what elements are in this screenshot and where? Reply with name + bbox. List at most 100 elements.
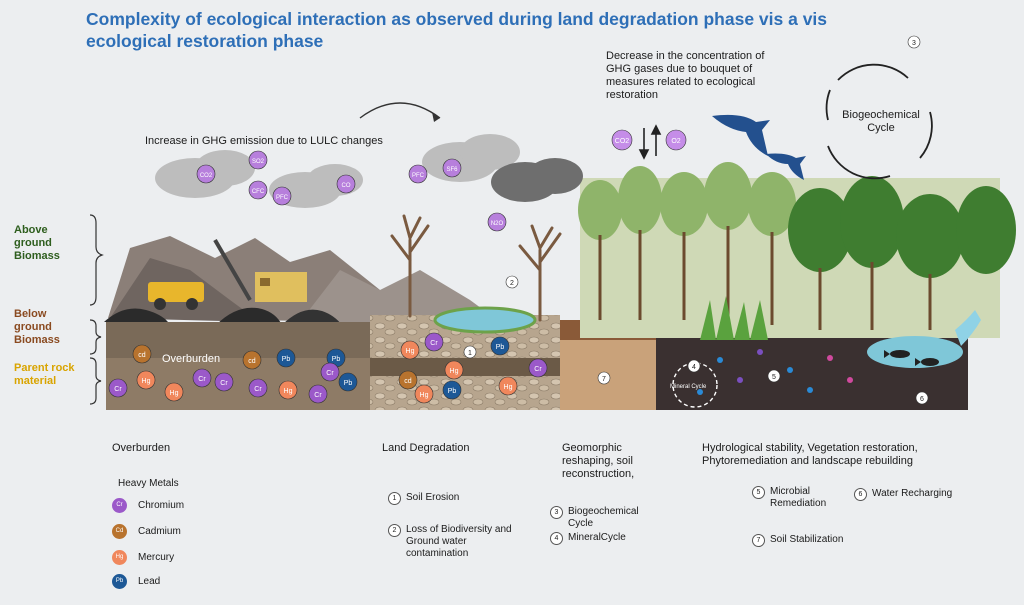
svg-text:2: 2 (510, 280, 514, 287)
soil-metal-18: Cr (528, 358, 548, 378)
soil-overburden-label: Overburden (162, 353, 220, 365)
svg-text:Pb: Pb (282, 356, 291, 363)
biogeochemical-cycle-label: Biogeochemical Cycle (842, 109, 920, 134)
svg-text:Cr: Cr (220, 380, 228, 387)
soil-metal-3: Cr (192, 368, 212, 388)
legend-dot: Hg (112, 550, 127, 565)
soil-metal-12: Cr (214, 372, 234, 392)
legend-process-label: Soil Erosion (406, 492, 460, 503)
soil-metal-11: Pb (338, 372, 358, 392)
phase-land-degradation-label: Land Degradation (382, 442, 470, 454)
svg-text:1: 1 (468, 350, 472, 357)
soil-metal-10: Cr (308, 384, 328, 404)
svg-text:Pb: Pb (496, 344, 505, 351)
phase-hydrological-label: Hydrological stability, Vegetation resto… (702, 442, 918, 467)
marker-3: 3 (907, 35, 921, 49)
svg-text:Hg: Hg (284, 388, 293, 395)
microbe-dots (697, 349, 853, 395)
soil-metal-6: Pb (276, 348, 296, 368)
soil-metal-15: Hg (444, 360, 464, 380)
illustration: CO2SO2CFCPFCCOPFCSF6N2OCO2O2OverburdenMi… (89, 35, 1016, 410)
soil-metal-1: Cr (108, 378, 128, 398)
marker-5: 5 (767, 369, 781, 383)
svg-text:Hg: Hg (406, 348, 415, 355)
soil-metal-2: Hg (136, 370, 156, 390)
marker-2: 2 (505, 275, 519, 289)
svg-text:cd: cd (138, 352, 146, 359)
svg-text:N2O: N2O (491, 221, 504, 227)
restore-gas-badge-1: O2 (665, 129, 687, 151)
legend-process-label: Microbial Remediation (770, 486, 827, 509)
legend-heading: Heavy Metals (118, 478, 179, 489)
marker-7: 7 (597, 371, 611, 385)
svg-text:Cr: Cr (326, 370, 334, 377)
legend-process-label: Loss of Biodiversity and Ground water co… (406, 524, 512, 559)
svg-text:CO: CO (342, 183, 351, 189)
soil-metal-16: Pb (490, 336, 510, 356)
mineral-cycle-ring (672, 362, 718, 408)
svg-text:Cr: Cr (430, 340, 438, 347)
soil-metal-17: Hg (498, 376, 518, 396)
legend-process-label: Biogeochemical Cycle (568, 506, 639, 529)
gas-badge-0: CO2 (196, 164, 216, 184)
soil-metal-9: Hg (278, 380, 298, 400)
legend-metal-label: Lead (138, 576, 161, 587)
soil-metal-5: cd (242, 350, 262, 370)
svg-text:Hg: Hg (170, 390, 179, 397)
gas-badge-5: PFC (408, 164, 428, 184)
svg-text:Hg: Hg (450, 368, 459, 375)
ghg-decrease-label: Decrease in the concentration of GHG gas… (606, 50, 765, 101)
soil-metal-4: Hg (164, 382, 184, 402)
gas-badge-4: CO (336, 174, 356, 194)
restored-forest (578, 162, 1016, 368)
soil-metal-13: Hg (400, 340, 420, 360)
svg-text:PFC: PFC (412, 173, 425, 179)
legend-metal-label: Chromium (138, 500, 185, 511)
soil-metal-20: Pb (442, 380, 462, 400)
diagram-title: Complexity of ecological interaction as … (86, 9, 828, 51)
soil-metal-14: Cr (424, 332, 444, 352)
soil-metal-8: Cr (248, 378, 268, 398)
svg-text:SF6: SF6 (446, 167, 458, 173)
cycle-arrows-icon (825, 63, 933, 180)
svg-text:7: 7 (602, 376, 606, 383)
marker-1: 1 (463, 345, 477, 359)
curved-arrow-icon (359, 102, 441, 119)
above-ground-biomass-label: Above ground Biomass (14, 224, 60, 262)
gas-badge-2: CFC (248, 180, 268, 200)
legend-number: 6 (854, 488, 867, 501)
ghg-increase-label: Increase in GHG emission due to LULC cha… (145, 135, 383, 147)
svg-text:CO2: CO2 (615, 138, 630, 145)
svg-text:CFC: CFC (252, 189, 265, 195)
svg-text:Pb: Pb (448, 388, 457, 395)
svg-text:5: 5 (772, 374, 776, 381)
legend-process-label: Water Recharging (872, 488, 953, 499)
svg-text:Cr: Cr (314, 392, 322, 399)
svg-text:Cr: Cr (198, 376, 206, 383)
gas-badge-1: SO2 (248, 150, 268, 170)
svg-text:Hg: Hg (420, 392, 429, 399)
svg-text:4: 4 (692, 364, 696, 371)
phase-overburden-label: Overburden (112, 442, 171, 454)
mineral-cycle-label: Mineral Cycle (670, 384, 707, 390)
dead-trees (390, 214, 562, 322)
svg-text:PFC: PFC (276, 195, 289, 201)
legend-number: 7 (752, 534, 765, 547)
svg-text:Cr: Cr (254, 386, 262, 393)
fish-icons (884, 350, 939, 366)
svg-text:3: 3 (912, 40, 916, 47)
legend-number: 2 (388, 524, 401, 537)
legend-dot: Cd (112, 524, 127, 539)
legend-number: 4 (550, 532, 563, 545)
legend-number: 1 (388, 492, 401, 505)
svg-text:6: 6 (920, 396, 924, 403)
legend-number: 5 (752, 486, 765, 499)
restore-gas-badge-0: CO2 (611, 129, 633, 151)
legend-metal-label: Cadmium (138, 526, 181, 537)
legend-number: 3 (550, 506, 563, 519)
legend-process-label: Soil Stabilization (770, 534, 844, 545)
legend-metal-label: Mercury (138, 552, 175, 563)
soil-metal-0: cd (132, 344, 152, 364)
legend-dot: Pb (112, 574, 127, 589)
gas-badge-7: N2O (487, 212, 507, 232)
